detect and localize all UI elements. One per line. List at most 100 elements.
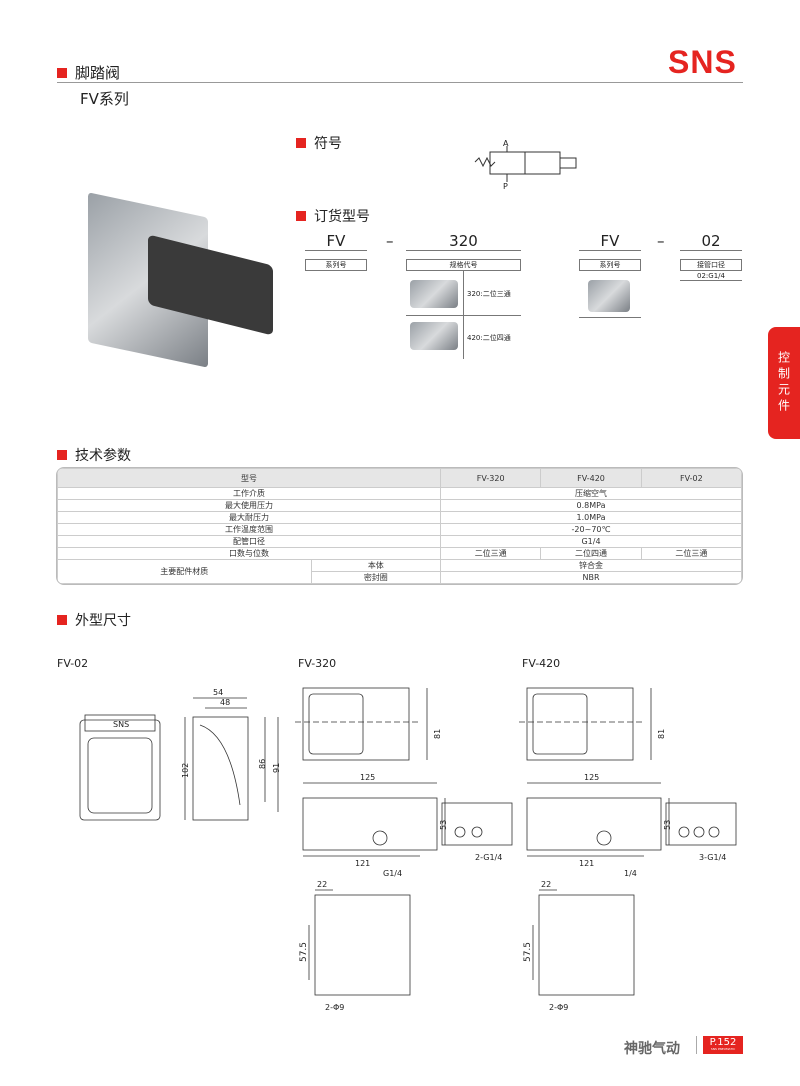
specs-material-seal_label: 密封圈 [310,571,442,584]
fv02-photo [588,280,630,312]
fv420-d575-label: 57.5 [523,942,533,962]
specs-rows-3-value: -20~70℃ [440,523,742,536]
specs-rows-2-label: 最大耐压力 [57,511,442,524]
dimensions-fv02-brand: SNS [113,720,129,729]
dimensions-title: 外型尺寸 [75,613,131,629]
side-tab[interactable]: 控制元件 [768,327,800,439]
fv320-drawing: 81 125 53 121 G1/4 2-G1/4 22 57.5 2-Φ9 [295,687,513,1012]
specs-rows-3-label: 工作温度范围 [57,523,442,536]
dimensions-fv320-d81: 81 [433,729,442,739]
specs-material-label: 主要配件材质 [57,559,312,584]
dimensions-fv420-holes: 2-Φ9 [549,1003,568,1012]
series-label: 系列号 [305,259,367,271]
fv320-photo [410,280,458,308]
dimensions-fv420-d53: 53 [663,820,672,830]
specs-material-body_value: 锌合金 [440,559,742,572]
port-p-label: P [503,182,508,191]
ordering-right-dash: – [657,232,665,250]
series-code: FV [305,232,367,251]
dimensions-fv320-d22: 22 [317,880,327,889]
specs-ports-values-0: 二位三通 [440,547,542,560]
dimensions-fv02-d54: 54 [213,688,223,697]
fv420-drawing: 81 125 53 121 1/4 3-G1/4 22 57.5 2-Φ9 [519,687,737,1012]
dimensions-fv420-d121: 121 [579,859,594,868]
table-row: 工作介质压缩空气 [57,487,742,500]
specs-rows-4-label: 配管口径 [57,535,442,548]
dimensions-fv420-d125: 125 [584,773,599,782]
page-badge: P.152 SNS PNEUMATIC [703,1036,743,1054]
specs-rows-0-value: 压缩空气 [440,487,742,500]
specs-title: 技术参数 [75,448,131,464]
dimensions-heading: 外型尺寸 [57,610,131,630]
dimensions-fv320-d125: 125 [360,773,375,782]
port-a-label: A [503,139,509,148]
dimensions-fv02-d91: 91 [272,763,281,773]
specs-header-1: FV-320 [440,468,542,488]
spec-code: 320 [406,232,521,251]
page-number: P.152 [709,1037,737,1048]
specs-rows-2-value: 1.0MPa [440,511,742,524]
dimensions-fv320-holes: 2-Φ9 [325,1003,344,1012]
fv02-drawing: SNS 54 48 102 86 91 [79,688,281,821]
option-420: 420:二位四通 [467,334,511,342]
symbol-title: 符号 [314,136,342,152]
specs-material-body_label: 本体 [310,559,442,572]
series-code-right: FV [579,232,641,251]
company-name: 神驰气动 [624,1041,680,1057]
header-title: 脚踏阀 [75,64,121,82]
specs-rows-1-value: 0.8MPa [440,499,742,512]
specs-rows-1-label: 最大使用压力 [57,499,442,512]
product-photo [78,192,278,370]
fv420-photo [410,322,458,350]
ordering-heading: 订货型号 [296,206,370,226]
dimensions-fv420-d81: 81 [657,729,666,739]
option-320: 320:二位三通 [467,290,511,298]
spec-label: 规格代号 [406,259,521,271]
section-header: 脚踏阀 [57,62,120,83]
port-code: 02 [680,232,742,251]
port-value: 02:G1/4 [680,272,742,281]
specs-rows-0-label: 工作介质 [57,487,442,500]
ordering-title: 订货型号 [314,209,370,225]
valve-symbol: A P [474,139,577,191]
ordering-right-series_label: 系列号 [579,259,641,271]
series-title: FV系列 [80,90,129,108]
port-label: 接管口径 [680,259,742,271]
specs-ports-label: 口数与位数 [57,547,442,560]
table-row: 口数与位数二位三通二位四通二位三通 [57,547,742,560]
specs-header-0: 型号 [57,468,442,488]
fv02-label: FV-02 [57,657,89,670]
table-row: 工作温度范围-20~70℃ [57,523,742,536]
specs-ports-values-2: 二位三通 [640,547,742,560]
specs-header-3: FV-02 [640,468,742,488]
table-row: 主要配件材质本体锌合金 [57,559,742,584]
dimensions-fv320-ports: 2-G1/4 [475,853,502,862]
dimensions-fv320-d121: 121 [355,859,370,868]
specs-heading: 技术参数 [57,445,131,465]
symbol-heading: 符号 [296,133,342,153]
specs-header-2: FV-420 [540,468,642,488]
dimensions-fv02-d102: 102 [181,763,190,778]
specs-material-seal_value: NBR [440,571,742,584]
dash: – [386,232,394,250]
fv420-label: FV-420 [522,657,561,670]
specs-rows-4-value: G1/4 [440,535,742,548]
dimensions-fv320-port: G1/4 [383,869,402,878]
fv320-d575-label: 57.5 [299,942,309,962]
dimensions-fv420-d22: 22 [541,880,551,889]
dimensions-fv420-port: 1/4 [624,869,637,878]
dimensions-fv02-d86: 86 [258,759,267,769]
dimensions-fv02-d48: 48 [220,698,230,707]
fv320-label: FV-320 [298,657,337,670]
header-divider [57,82,743,83]
footer-sub: SNS PNEUMATIC [710,1047,736,1051]
dimensions-fv420-ports: 3-G1/4 [699,853,726,862]
specs-ports-values-1: 二位四通 [540,547,642,560]
brand-logo: SNS [668,44,737,80]
dimensions-fv320-d53: 53 [439,820,448,830]
